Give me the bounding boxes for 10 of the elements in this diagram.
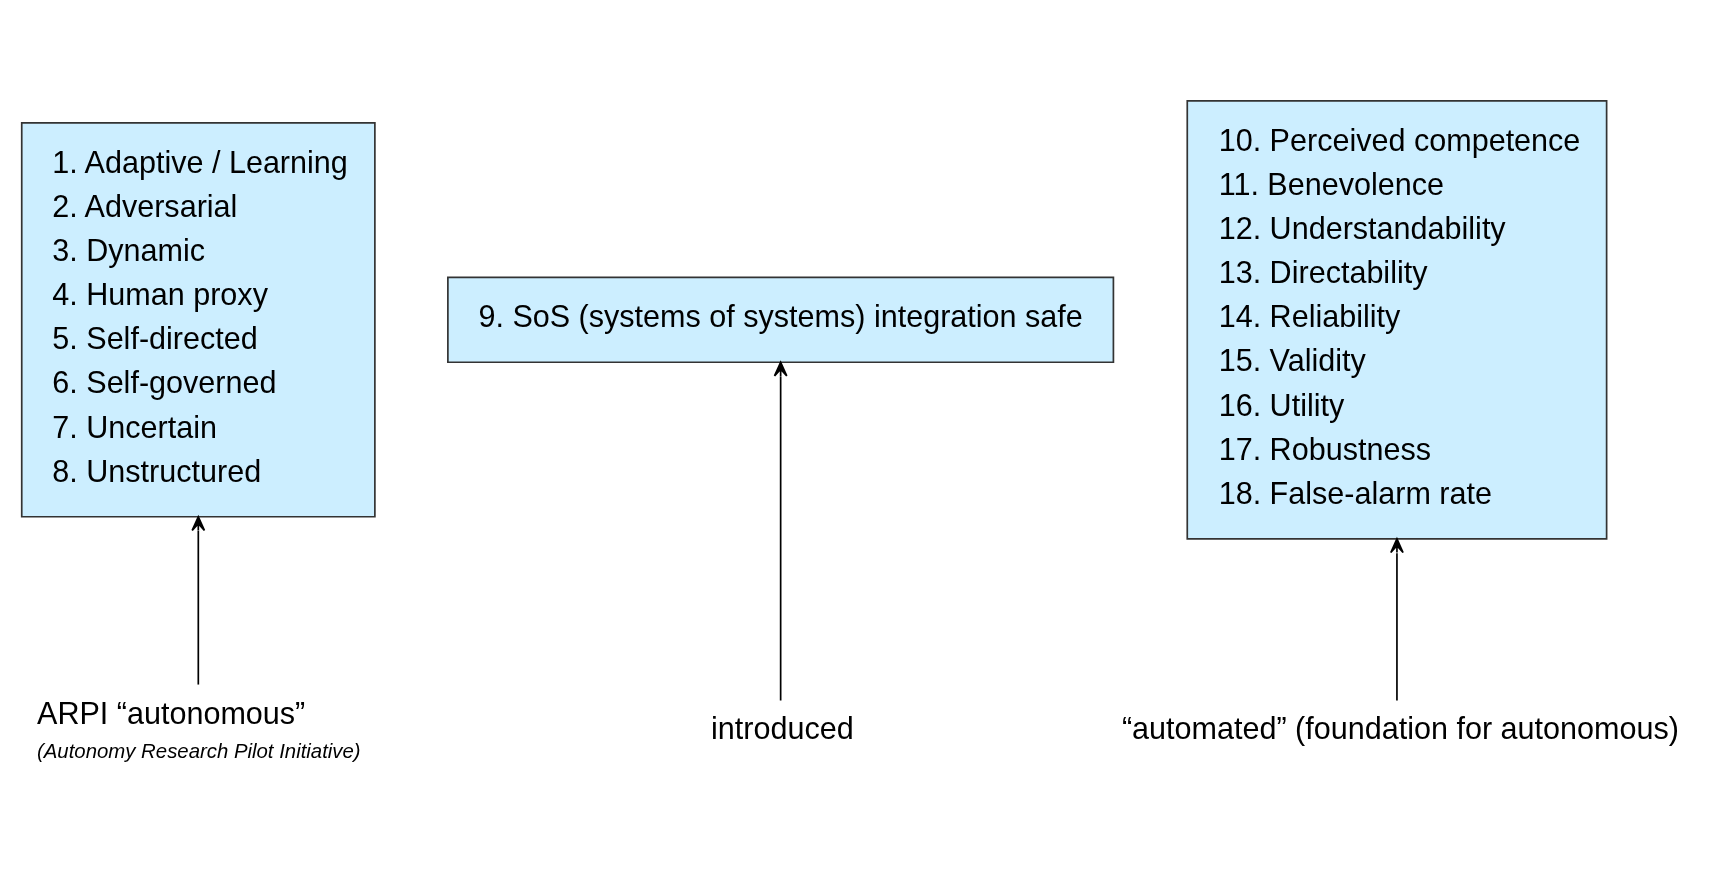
node-box: 9. SoS (systems of systems) integration safe — [447, 276, 1115, 364]
arrow — [773, 361, 788, 702]
node-box: 1. Adaptive / Learning 2. Adversarial 3. Dynamic 4. Human proxy 5. Self-directed 6. Self-governed 7. Uncertain 8. Unstructured — [20, 122, 376, 518]
node-text: “automated” (foundation for autonomous) — [1121, 710, 1679, 745]
arrow — [191, 515, 206, 686]
node-text: ARPI “autonomous” — [37, 695, 306, 730]
node-text: introduced — [711, 710, 854, 745]
node-label: (Autonomy Research Pilot Initiative) — [37, 740, 361, 763]
arrow — [1390, 538, 1404, 702]
node-box: 10. Perceived competence 11. Benevolence 12. Understandability 13. Directability 14. Reliability 15. Validity 16. Utility 17. Robustness 18. False-alarm rate — [1186, 99, 1608, 540]
